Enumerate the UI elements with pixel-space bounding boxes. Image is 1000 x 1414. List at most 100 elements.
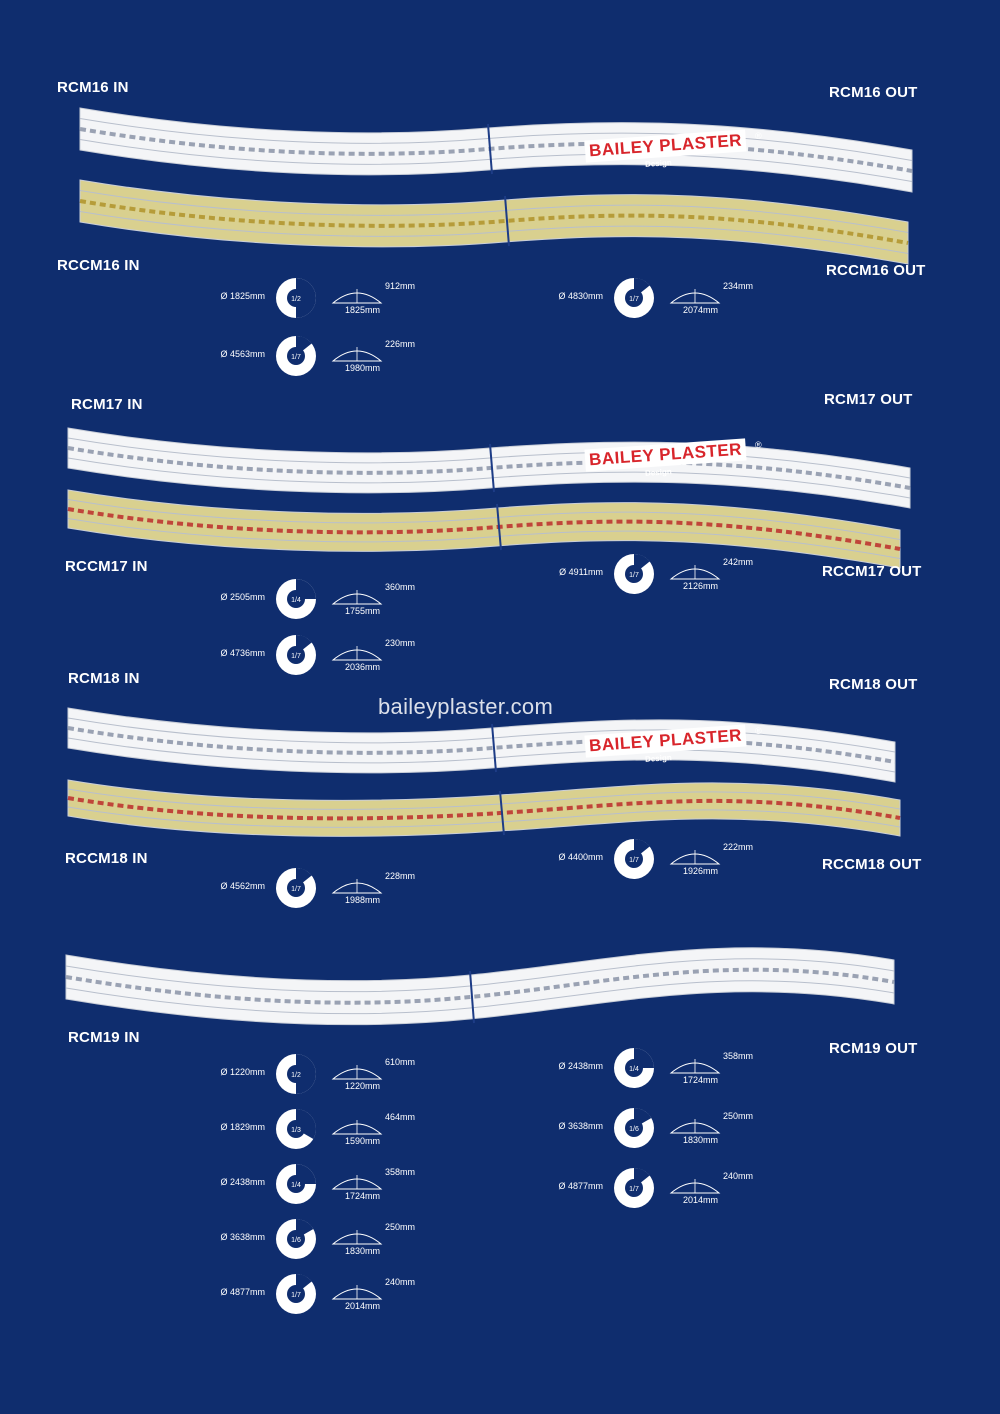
logo-registered: ® [755, 131, 762, 141]
spec-height: 250mm [385, 1222, 416, 1232]
label-rcm17-in: RCM17 IN [71, 396, 143, 413]
label-rccm16-in: RCCM16 IN [57, 257, 140, 274]
spec-diameter: Ø 4877mm [220, 1287, 265, 1297]
spec-chord: 1988mm [345, 895, 381, 905]
arc-fraction-text: 1/2 [291, 1072, 301, 1079]
arc-fraction-icon: 1/7 [276, 868, 316, 908]
moulding-rccm17 [67, 489, 901, 569]
spec-chord: 1830mm [345, 1246, 381, 1256]
arc-fraction-text: 1/4 [291, 597, 301, 604]
spec-diameter: Ø 2438mm [558, 1061, 603, 1071]
logo-subtitle: Design [644, 753, 672, 764]
arc-fraction-icon: 1/3 [276, 1109, 316, 1149]
moulding-rcm16 [79, 107, 913, 193]
arc-fraction-icon: 1/4 [276, 1164, 316, 1204]
label-rccm16-out: RCCM16 OUT [826, 262, 926, 279]
spec-diameter: Ø 2438mm [220, 1177, 265, 1187]
website-watermark: baileyplaster.com [378, 694, 554, 719]
spec-height: 912mm [385, 281, 416, 291]
spec-diameter: Ø 1829mm [220, 1122, 265, 1132]
arc-fraction-text: 1/6 [629, 1126, 639, 1133]
arc-segment-icon [331, 1285, 383, 1300]
spec-height: 358mm [385, 1167, 416, 1177]
spec-chord: 2126mm [683, 581, 719, 591]
arc-segment-icon [669, 1179, 721, 1194]
spec-diameter: Ø 4736mm [220, 648, 265, 658]
label-rccm18-out: RCCM18 OUT [822, 856, 922, 873]
spec-diameter: Ø 3638mm [558, 1121, 603, 1131]
arc-fraction-text: 1/6 [291, 1237, 301, 1244]
arc-segment-icon [331, 1065, 383, 1080]
arc-fraction-text: 1/7 [629, 296, 639, 303]
spec-diameter: Ø 1825mm [220, 291, 265, 301]
arc-segment-icon [331, 1230, 383, 1245]
arc-segment-icon [331, 289, 383, 304]
spec-diameter: Ø 4563mm [220, 349, 265, 359]
label-rccm17-out: RCCM17 OUT [822, 563, 922, 580]
spec-chord: 1724mm [683, 1075, 719, 1085]
spec-height: 226mm [385, 339, 416, 349]
arc-fraction-icon: 1/4 [276, 579, 316, 619]
arc-segment-icon [331, 1175, 383, 1190]
spec-chord: 1590mm [345, 1136, 381, 1146]
arc-fraction-icon: 1/2 [276, 1054, 316, 1094]
spec-height: 240mm [723, 1171, 754, 1181]
moulding-rcm17 [67, 427, 911, 509]
arc-fraction-text: 1/7 [291, 653, 301, 660]
arc-fraction-text: 1/7 [291, 354, 301, 361]
arc-fraction-icon: 1/7 [614, 278, 654, 318]
bailey-plaster-logo: BAILEY PLASTER®Design [584, 129, 765, 175]
spec-chord: 2036mm [345, 662, 381, 672]
logo-registered: ® [755, 440, 762, 450]
spec-height: 358mm [723, 1051, 754, 1061]
moulding-rcm19 [65, 947, 895, 1026]
arc-fraction-text: 1/3 [291, 1127, 301, 1134]
arc-fraction-text: 1/4 [629, 1066, 639, 1073]
arc-segment-icon [669, 1059, 721, 1074]
label-rcm19-in: RCM19 IN [68, 1029, 140, 1046]
spec-height: 222mm [723, 842, 754, 852]
moulding-rccm16 [79, 179, 909, 265]
spec-height: 242mm [723, 557, 754, 567]
bailey-plaster-logo: BAILEY PLASTER®Design [584, 724, 765, 770]
label-rcm18-out: RCM18 OUT [829, 676, 918, 693]
label-rccm17-in: RCCM17 IN [65, 558, 148, 575]
spec-chord: 1830mm [683, 1135, 719, 1145]
arc-fraction-icon: 1/7 [614, 1168, 654, 1208]
arc-segment-icon [669, 1119, 721, 1134]
arc-fraction-icon: 1/7 [614, 554, 654, 594]
spec-chord: 2074mm [683, 305, 719, 315]
arc-segment-icon [669, 565, 721, 580]
arc-fraction-icon: 1/7 [614, 839, 654, 879]
bailey-plaster-logo: BAILEY PLASTER®Design [584, 438, 765, 484]
spec-chord: 1724mm [345, 1191, 381, 1201]
spec-diameter: Ø 1220mm [220, 1067, 265, 1077]
spec-chord: 1926mm [683, 866, 719, 876]
spec-height: 360mm [385, 582, 416, 592]
label-rcm19-out: RCM19 OUT [829, 1040, 918, 1057]
spec-chord: 1220mm [345, 1081, 381, 1091]
spec-height: 240mm [385, 1277, 416, 1287]
arc-segment-icon [331, 1120, 383, 1135]
arc-fraction-text: 1/7 [291, 886, 301, 893]
arc-fraction-text: 1/4 [291, 1182, 301, 1189]
arc-fraction-text: 1/7 [291, 1292, 301, 1299]
label-rcm16-in: RCM16 IN [57, 79, 129, 96]
spec-diameter: Ø 4562mm [220, 881, 265, 891]
spec-height: 610mm [385, 1057, 416, 1067]
spec-diameter: Ø 2505mm [220, 592, 265, 602]
label-rcm16-out: RCM16 OUT [829, 84, 918, 101]
label-rccm18-in: RCCM18 IN [65, 850, 148, 867]
logo-subtitle: Design [644, 467, 672, 478]
arc-fraction-text: 1/7 [629, 857, 639, 864]
arc-segment-icon [331, 646, 383, 661]
spec-diameter: Ø 4400mm [558, 852, 603, 862]
spec-diameter: Ø 3638mm [220, 1232, 265, 1242]
moulding-rcm18 [67, 707, 896, 783]
spec-height: 464mm [385, 1112, 416, 1122]
arc-segment-icon [669, 850, 721, 865]
spec-diameter: Ø 4830mm [558, 291, 603, 301]
label-rcm18-in: RCM18 IN [68, 670, 140, 687]
arc-segment-icon [331, 590, 383, 605]
